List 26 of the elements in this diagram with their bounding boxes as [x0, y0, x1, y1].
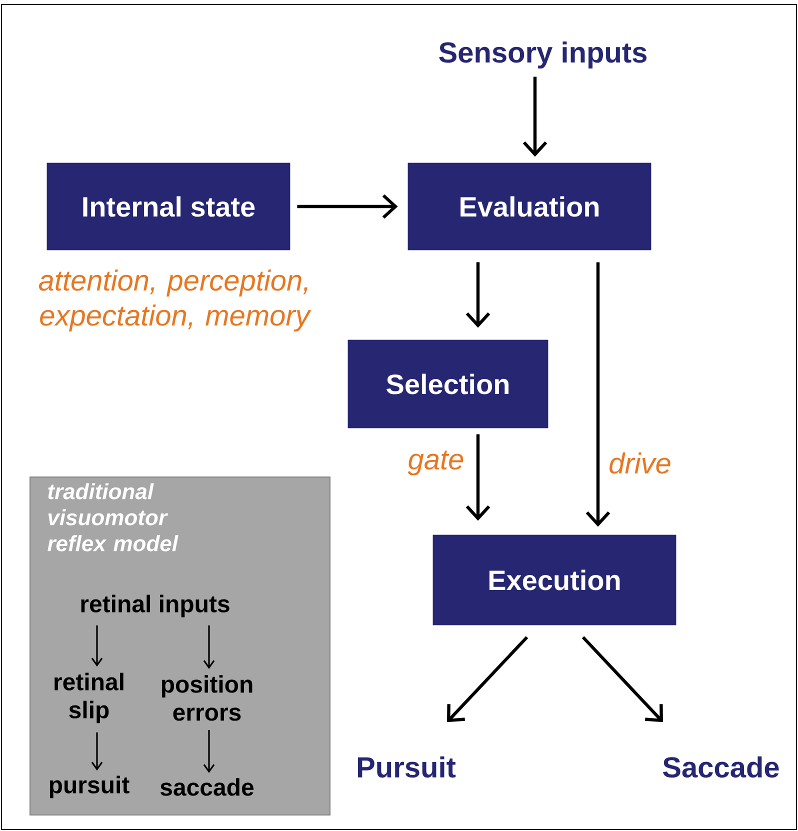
node-label: Pursuit	[358, 756, 456, 778]
edge-label: gate	[406, 450, 466, 476]
arrow	[522, 76, 548, 157]
arrow	[203, 730, 215, 773]
process-box: Evaluation	[408, 162, 652, 250]
node-label: Saccade	[662, 756, 779, 778]
edge-label: drive	[608, 451, 672, 475]
flow-text: retinal slip	[54, 672, 124, 724]
flow-text: retinal inputs	[81, 594, 230, 618]
arrow	[91, 732, 103, 771]
arrow	[466, 262, 490, 328]
arrow	[447, 636, 528, 722]
arrow	[91, 625, 103, 667]
arrow	[586, 262, 610, 527]
flow-text: pursuit	[50, 776, 130, 798]
process-box: Internal state	[46, 162, 290, 250]
flow-text: saccade	[160, 778, 254, 796]
arrow	[297, 194, 398, 219]
arrow	[466, 434, 490, 521]
process-box: Selection	[348, 340, 548, 428]
flow-text: position errors	[162, 675, 252, 721]
process-box: Execution	[432, 534, 676, 626]
node-label: Sensory inputs	[439, 41, 647, 69]
arrow	[203, 625, 215, 669]
arrow	[582, 636, 663, 722]
annotation-text: attention, perception, expectation, memory	[38, 269, 312, 332]
